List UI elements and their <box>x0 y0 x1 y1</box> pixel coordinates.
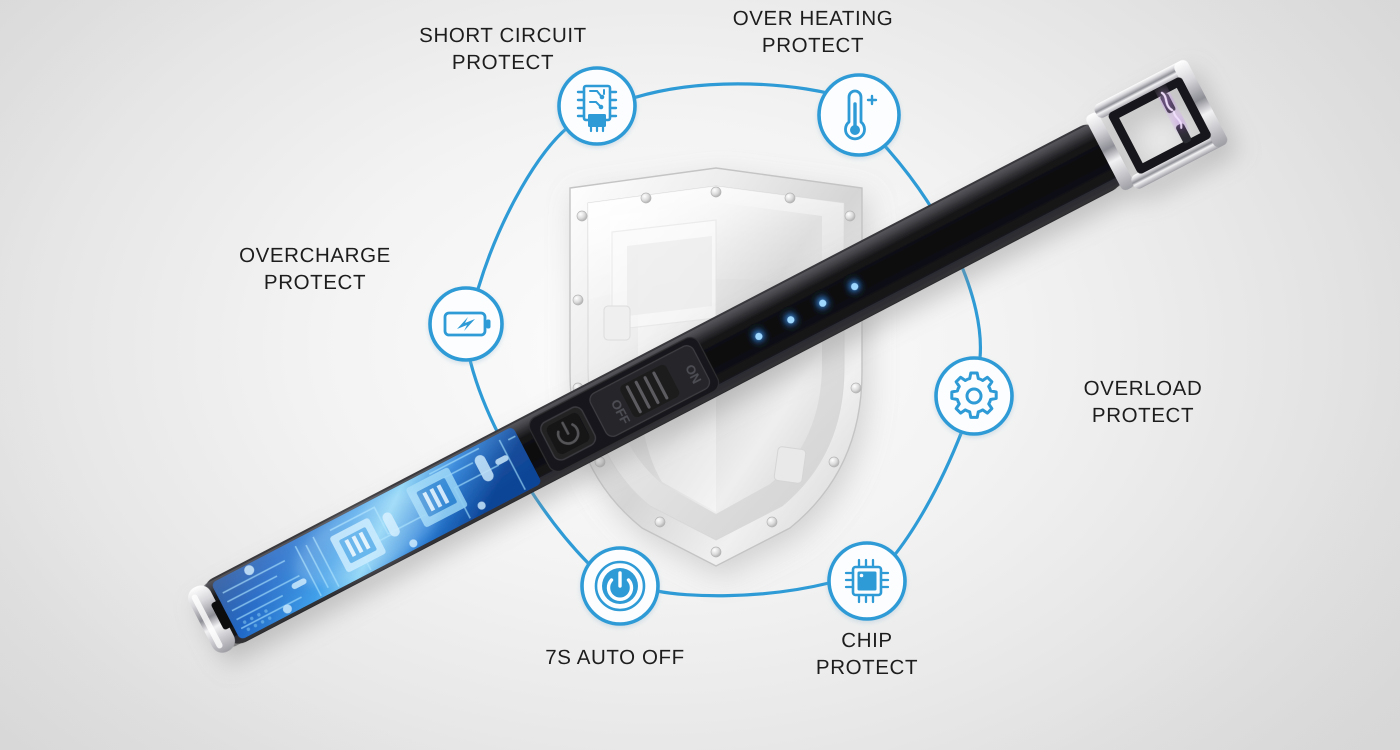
label-over-heating: OVER HEATING PROTECT <box>732 7 894 57</box>
battery-bolt-icon <box>443 311 491 337</box>
cpu-icon <box>844 558 890 604</box>
gear-icon <box>950 371 998 419</box>
circuit-chip-icon <box>576 84 618 133</box>
link-overcharge-to-short <box>476 122 574 291</box>
power-button[interactable] <box>538 404 598 462</box>
feature-badge-short-circuit[interactable] <box>557 66 637 146</box>
feature-badge-over-heating[interactable] <box>817 73 901 157</box>
power-icon <box>594 560 646 612</box>
thermometer-icon <box>844 89 878 141</box>
feature-badge-overcharge[interactable] <box>428 286 504 362</box>
on-off-slider[interactable]: OFF ON <box>587 343 712 439</box>
circuit-board-grip <box>212 428 541 639</box>
label-short-circuit: SHORT CIRCUIT PROTECT <box>419 24 587 74</box>
feature-badge-auto-off[interactable] <box>580 546 660 626</box>
label-overload: OVERLOAD PROTECT <box>1083 377 1203 427</box>
power-symbol-icon <box>556 421 580 445</box>
link-chip-to-auto <box>655 581 831 598</box>
sparkle-icon <box>866 94 878 106</box>
label-overcharge: OVERCHARGE PROTECT <box>239 244 391 294</box>
arc-head <box>1086 60 1228 191</box>
feature-badge-chip[interactable] <box>827 541 907 621</box>
bottom-end-cap <box>188 585 236 653</box>
label-chip: CHIP PROTECT <box>815 629 919 679</box>
control-cluster: OFF ON <box>528 336 720 473</box>
link-overload-to-chip <box>891 429 964 559</box>
led-indicators <box>751 279 862 344</box>
feature-badge-overload[interactable] <box>934 356 1014 436</box>
label-auto-off: 7S AUTO OFF <box>545 646 685 669</box>
lighter-assembly: OFF ON <box>188 60 1228 653</box>
